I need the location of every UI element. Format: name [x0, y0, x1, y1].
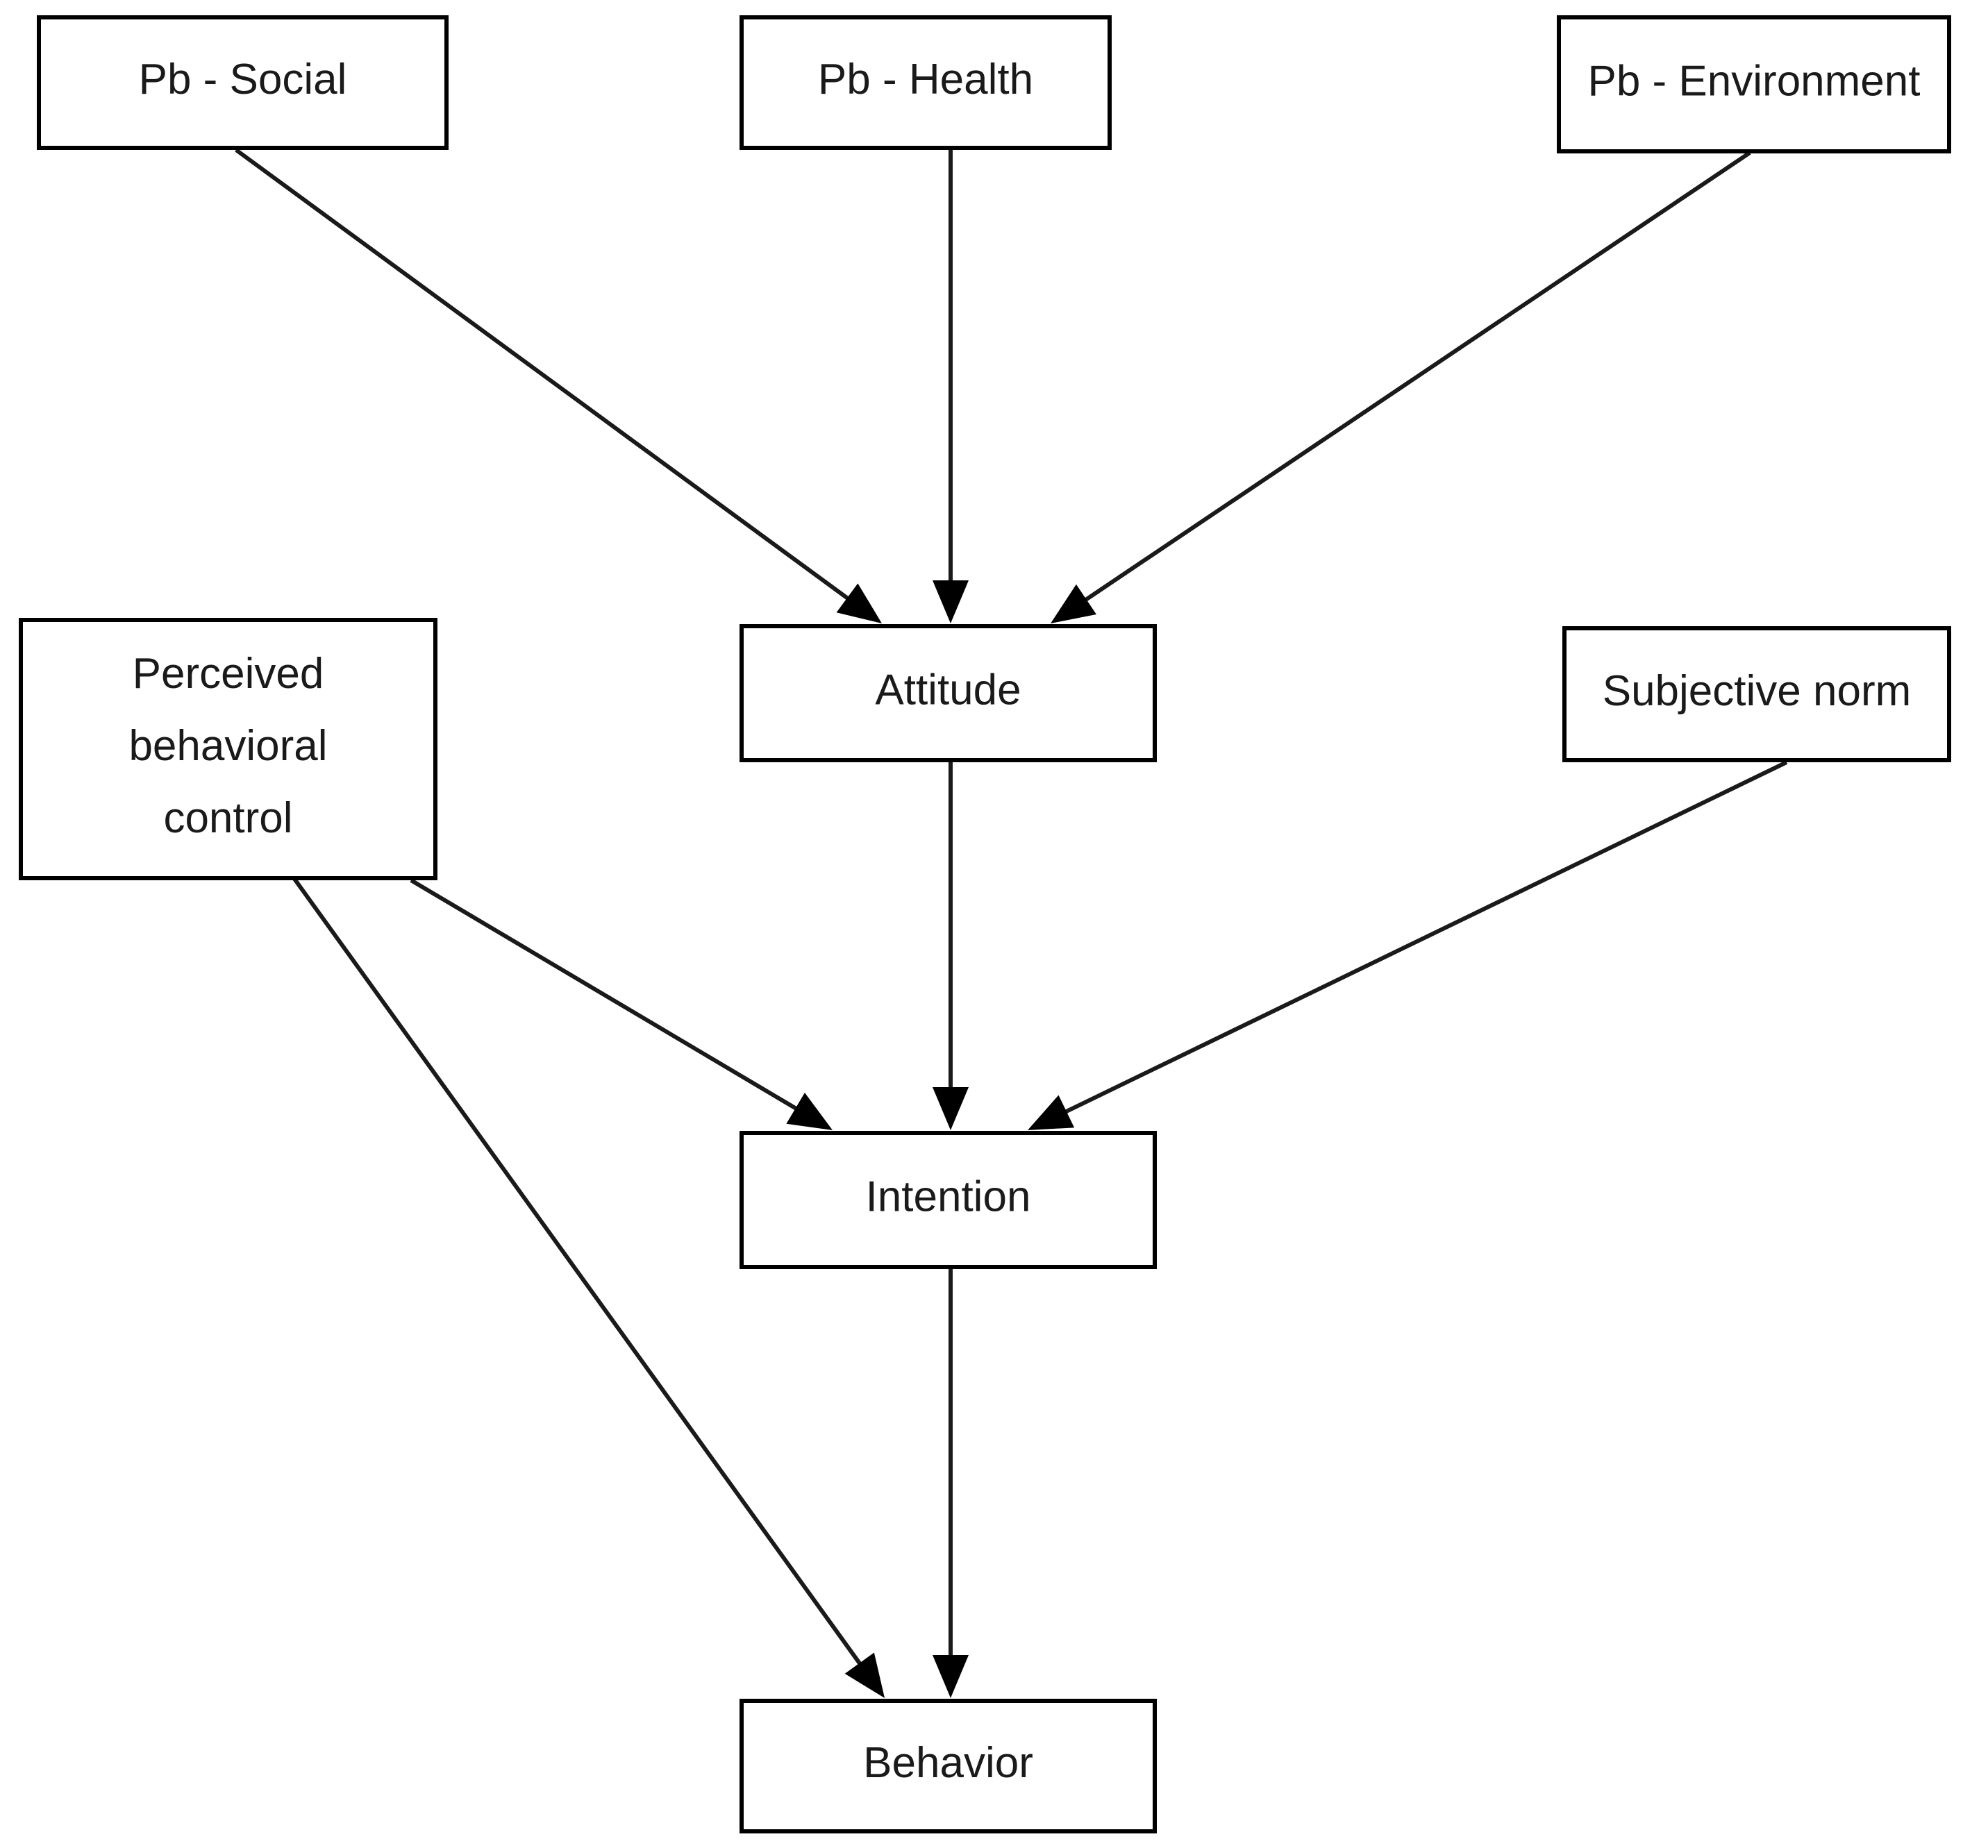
edge-subjective-norm-intention-shaft	[1060, 760, 1788, 1116]
edge-pb-social-attitude-shaft	[235, 148, 853, 603]
edge-pbc-behavior-arrowhead-icon	[844, 1652, 885, 1698]
edge-pb-social-attitude-arrowhead-icon	[836, 583, 882, 623]
node-label-subjective-norm: Subjective norm	[1603, 667, 1912, 715]
edge-pbc-intention	[410, 878, 833, 1130]
node-box-attitude[interactable]	[740, 624, 1157, 762]
edge-pbc-intention-shaft	[410, 878, 802, 1114]
node-label-pb-social: Pb - Social	[139, 56, 347, 103]
node-behavior[interactable]: Behavior	[740, 1699, 1157, 1833]
nodes-layer: Pb - Social Pb - Health Pb - EnvironmentPe…	[19, 15, 1951, 1833]
edge-attitude-intention	[933, 762, 969, 1130]
node-attitude[interactable]: Attitude	[740, 624, 1157, 762]
node-pb-health[interactable]: Pb - Health	[740, 15, 1112, 150]
node-box-subjective-norm[interactable]	[1562, 626, 1951, 762]
node-pb-environment[interactable]: Pb - Environment	[1557, 15, 1951, 153]
node-label-behavior: Behavior	[863, 1739, 1033, 1787]
edge-subjective-norm-intention	[1028, 760, 1788, 1130]
node-label-intention: Intention	[866, 1173, 1031, 1221]
edge-pb-environment-attitude-arrowhead-icon	[1051, 584, 1096, 623]
node-box-perceived-behavioral-control[interactable]	[19, 618, 437, 880]
edge-pbc-behavior	[292, 877, 885, 1698]
edge-pb-health-attitude	[933, 150, 969, 623]
node-box-behavior[interactable]	[740, 1699, 1157, 1833]
node-label-pb-health: Pb - Health	[818, 56, 1033, 103]
edges-layer	[235, 148, 1788, 1698]
edge-attitude-intention-arrowhead-icon	[933, 1087, 969, 1130]
node-box-pb-social[interactable]	[37, 15, 449, 150]
node-label-attitude: Attitude	[875, 666, 1021, 714]
edge-pb-social-attitude	[235, 148, 882, 623]
edge-pb-environment-attitude	[1051, 151, 1751, 623]
node-box-pb-environment[interactable]	[1557, 15, 1951, 153]
node-pb-social[interactable]: Pb - Social	[37, 15, 449, 150]
edge-pbc-behavior-shaft	[292, 877, 864, 1669]
edge-intention-behavior-arrowhead-icon	[933, 1655, 969, 1698]
node-intention[interactable]: Intention	[740, 1131, 1157, 1269]
node-subjective-norm[interactable]: Subjective norm	[1562, 626, 1951, 762]
node-label-pb-environment: Pb - Environment	[1588, 58, 1921, 106]
edge-pbc-intention-arrowhead-icon	[786, 1093, 833, 1130]
edge-subjective-norm-intention-arrowhead-icon	[1028, 1095, 1075, 1130]
node-box-intention[interactable]	[740, 1131, 1157, 1269]
edge-pb-environment-attitude-shaft	[1080, 151, 1751, 605]
node-box-pb-health[interactable]	[740, 15, 1112, 150]
edge-intention-behavior	[933, 1269, 969, 1698]
edge-pb-health-attitude-arrowhead-icon	[933, 580, 969, 623]
